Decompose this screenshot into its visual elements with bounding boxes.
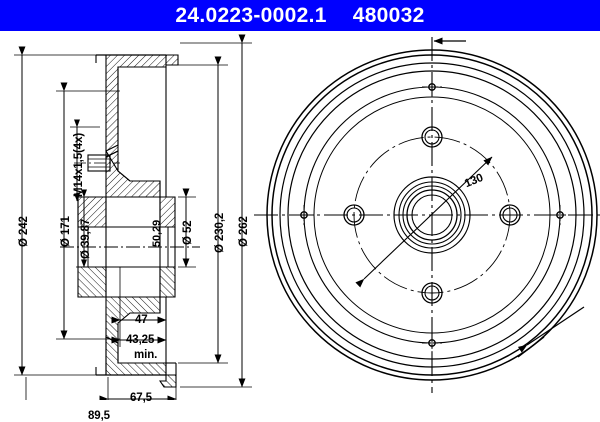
small-hole-top (422, 77, 442, 97)
dim-flange-diameter-label: Ø 171 (60, 216, 72, 247)
dim-hub-depth-label: 50,29 (151, 219, 163, 247)
dim-depth-min-note: min. (134, 349, 158, 361)
technical-drawing-svg (14, 34, 600, 400)
bolt-hole-top (421, 126, 443, 148)
dim-center-bore-label: Ø 52 (182, 220, 194, 245)
dim-length-895-label: 89,5 (88, 410, 110, 422)
thread-spec-label: M14x1,5(4x) (73, 132, 85, 197)
dim-inner-drum-diameter-label: Ø 230,2 (214, 212, 226, 253)
dim-length-675-label: 67,5 (130, 392, 152, 404)
small-hole-left (294, 205, 314, 225)
drawing-canvas: Ø 242 Ø 171 Ø 39,87 M14x1,5(4x) 50,29 Ø … (0, 31, 600, 422)
dim-depth-min-label: 43,25 (126, 334, 155, 346)
dimension-lines-bottom (25, 267, 177, 400)
dimension-lines-right (178, 34, 252, 388)
small-hole-right (550, 205, 570, 225)
part-number-label: 24.0223-0002.1 (175, 4, 327, 27)
front-view-geometry (254, 37, 600, 393)
dim-depth-47-label: 47 (135, 314, 148, 326)
dim-bore-diameter-label: Ø 39,87 (80, 218, 92, 259)
article-number-label: 480032 (352, 4, 425, 27)
title-bar: 24.0223-0002.1 480032 (0, 0, 600, 31)
bolt-hole-right (499, 204, 521, 226)
dim-drum-outer-diameter-label: Ø 262 (238, 216, 250, 247)
dim-outer-diameter-label: Ø 242 (18, 216, 30, 247)
dimension-lines-left (14, 46, 120, 376)
small-hole-bottom (422, 333, 442, 353)
